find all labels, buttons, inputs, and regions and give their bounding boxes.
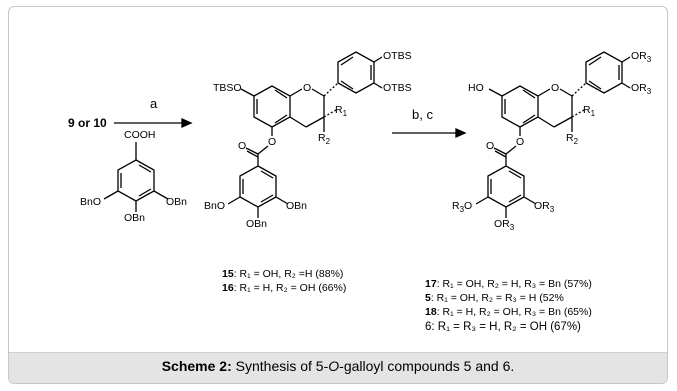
caption-text-pre: Synthesis of 5- xyxy=(235,358,329,374)
entry-16: 16: R₁ = H, R₂ = OH (66%) xyxy=(222,282,347,294)
int-otbs-2: OTBS xyxy=(383,82,412,94)
entry-15: 15: R₁ = OH, R₂ =H (88%) xyxy=(222,268,344,280)
entry-17: 17: R₁ = OH, R₂ = H, R₃ = Bn (57%) xyxy=(425,278,592,290)
int-r2: R2 xyxy=(318,132,331,147)
figure-caption: Scheme 2: Synthesis of 5-O-galloyl compo… xyxy=(9,358,667,374)
caption-text-post: -galloyl compounds 5 and 6. xyxy=(339,358,515,374)
int-r1: R1 xyxy=(335,104,348,119)
prod-ring-o: O xyxy=(551,82,560,94)
prod-r3o: R3O xyxy=(452,200,473,215)
int-ring-o: O xyxy=(303,82,312,94)
entry-18: 18: R₁ = H, R₂ = OH, R₃ = Bn (65%) xyxy=(425,306,592,318)
reagent-a-label: a xyxy=(150,96,158,111)
reagent-bc-label: b, c xyxy=(412,107,433,122)
int-obn-bottom: OBn xyxy=(246,218,268,230)
start-material-label: 9 or 10 xyxy=(68,116,107,130)
reagent-obn-right: OBn xyxy=(166,196,188,208)
product-structure xyxy=(475,51,631,218)
int-ester-o: O xyxy=(268,136,277,148)
prod-ester-o: O xyxy=(516,136,525,148)
prod-r1: R1 xyxy=(583,104,596,119)
int-bno: BnO xyxy=(204,200,226,212)
caption-label: Scheme 2: xyxy=(161,358,232,374)
prod-or3-bottom: OR3 xyxy=(494,218,515,233)
int-carbonyl-o: O xyxy=(238,140,247,152)
caption-band: Scheme 2: Synthesis of 5-O-galloyl compo… xyxy=(9,352,667,383)
entry-6: 6: R₁ = R₃ = H, R₂ = OH (67%) xyxy=(425,321,581,333)
intermediate-structure xyxy=(227,51,383,218)
caption-text-italic: O xyxy=(328,358,340,374)
reagent-cooh: COOH xyxy=(124,129,156,141)
reagent-structure xyxy=(103,142,169,212)
prod-or3-2: OR3 xyxy=(631,82,652,97)
prod-r2: R2 xyxy=(566,132,579,147)
int-tbso: TBSO xyxy=(213,82,242,94)
prod-or3-right: OR3 xyxy=(534,200,555,215)
entry-5: 5: R₁ = OH, R₂ = R₃ = H (52% xyxy=(425,292,564,304)
reaction-arrow-2-head xyxy=(455,127,467,139)
prod-or3-1: OR3 xyxy=(631,50,652,65)
reagent-obn-bottom: OBn xyxy=(124,212,146,224)
prod-ho: HO xyxy=(468,82,484,94)
int-otbs-1: OTBS xyxy=(383,50,412,62)
reaction-arrow-1-head xyxy=(181,117,193,129)
prod-carbonyl-o: O xyxy=(486,140,495,152)
int-obn-right: OBn xyxy=(286,200,308,212)
reagent-bno: BnO xyxy=(80,196,102,208)
